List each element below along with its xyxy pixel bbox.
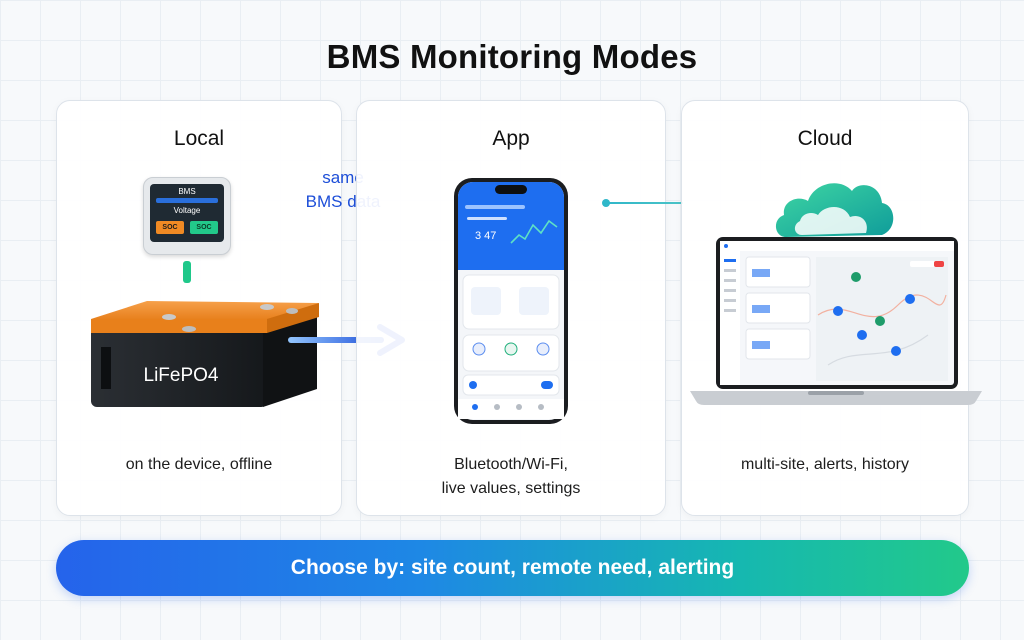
app-cloud-connector xyxy=(602,199,683,207)
lifepo4-battery-icon: LiFePO4 xyxy=(91,301,319,407)
caption-local: on the device, offline xyxy=(57,453,341,477)
display-label: Voltage xyxy=(173,206,201,215)
cloud-icon xyxy=(775,183,894,237)
panel-title-local: Local xyxy=(173,127,225,150)
panel-app: App 3 47 Bluetooth/Wi-Fi, live values, s… xyxy=(356,100,666,516)
banner-text: Choose by: site count, remote need, aler… xyxy=(290,556,735,579)
caption-cloud: multi-site, alerts, history xyxy=(682,453,968,477)
battery-label: LiFePO4 xyxy=(144,365,219,386)
soc-chip-orange: SOC xyxy=(156,221,184,234)
phone-reading: 3 47 xyxy=(475,230,496,242)
page-title: BMS Monitoring Modes xyxy=(326,38,698,75)
caption-app-line1: Bluetooth/Wi-Fi, xyxy=(454,456,568,473)
display-title: BMS xyxy=(178,187,196,196)
caption-cloud-line: multi-site, alerts, history xyxy=(740,456,910,473)
bms-display-screen: BMS Voltage SOC SOC xyxy=(150,184,224,242)
caption-app: Bluetooth/Wi-Fi, live values, settings xyxy=(357,453,665,501)
arrow-label-line1: same xyxy=(322,168,364,187)
bms-display: BMS Voltage SOC SOC xyxy=(143,177,231,255)
display-bar xyxy=(156,198,218,203)
laptop-dashboard-icon xyxy=(690,237,982,405)
panel-title-cloud: Cloud xyxy=(797,127,853,150)
soc-chip-green: SOC xyxy=(190,221,218,234)
summary-banner: Choose by: site count, remote need, aler… xyxy=(56,540,969,596)
display-connector xyxy=(183,261,191,283)
panel-title-app: App xyxy=(492,127,530,150)
smartphone-app-icon: 3 47 xyxy=(454,178,568,424)
panel-cloud: Cloud multi-s xyxy=(681,100,982,516)
caption-app-line2: live values, settings xyxy=(441,480,581,497)
panel-local: Local BMS Voltage SOC SOC LiFePO4 xyxy=(56,100,342,516)
caption-local-line: on the device, offline xyxy=(125,456,273,473)
